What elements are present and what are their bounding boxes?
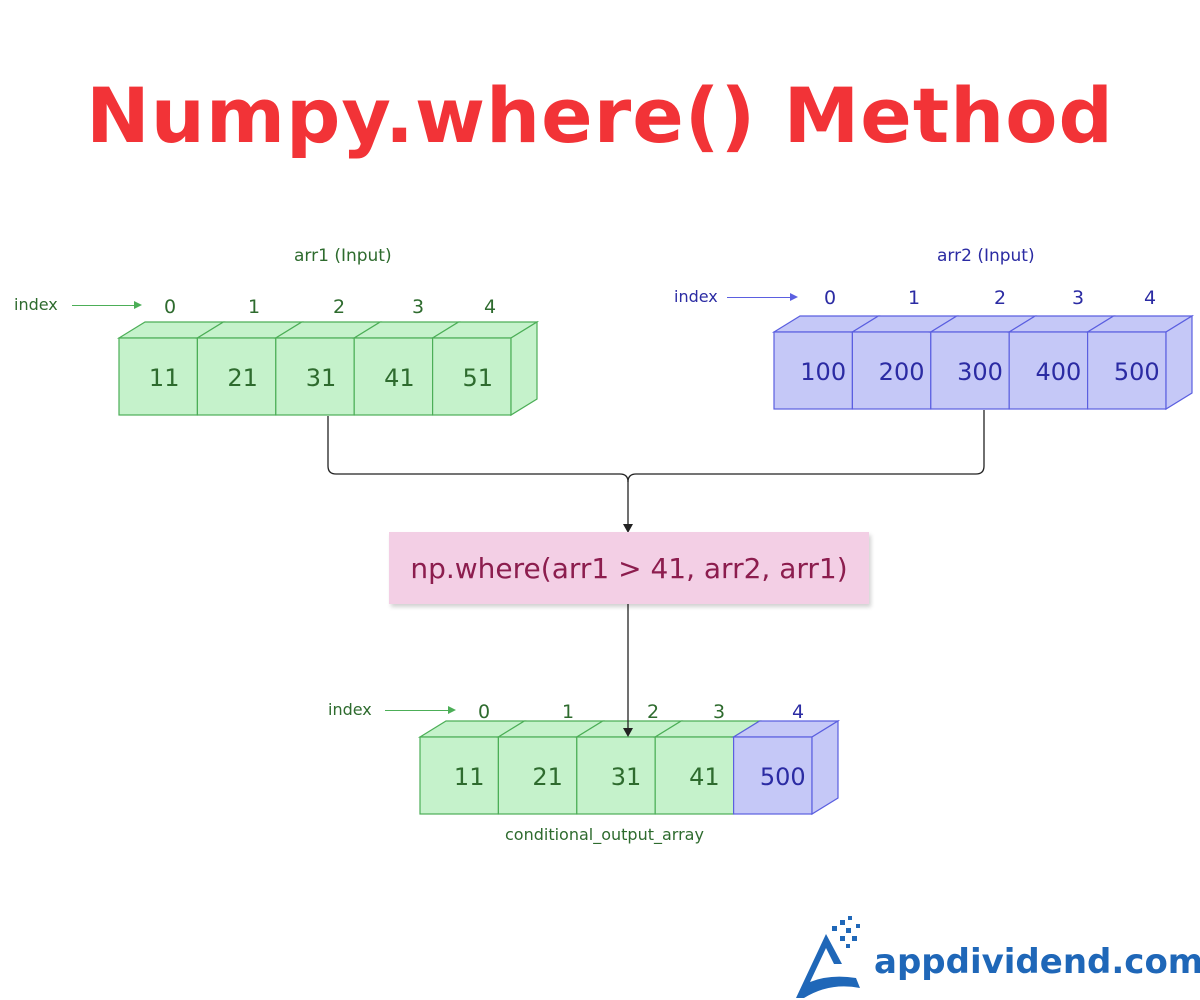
output-cell-3 xyxy=(654,736,735,815)
page-title: Numpy.where() Method xyxy=(86,71,1114,160)
output-index-4: 4 xyxy=(791,701,805,723)
arr2-cell-2 xyxy=(930,331,1010,410)
arr2-side-face xyxy=(1165,314,1193,411)
np-where-function-box: np.where(arr1 > 41, arr2, arr1) xyxy=(389,532,869,604)
output-index-1: 1 xyxy=(561,701,575,723)
arr1-index-arrow xyxy=(72,305,134,306)
arr2-cell-1 xyxy=(851,331,932,410)
output-array xyxy=(417,719,841,816)
arr2-index-3: 3 xyxy=(1071,287,1085,309)
arrowhead-to-output xyxy=(623,728,633,737)
arr2-index-arrow xyxy=(727,297,790,298)
output-index-arrowhead xyxy=(448,706,456,714)
arr2-index-1: 1 xyxy=(907,287,921,309)
output-value-4: 500 xyxy=(759,763,806,791)
arr1-name: arr1 (Input) xyxy=(294,246,392,266)
connector-arr2 xyxy=(627,410,985,483)
output-cell-4 xyxy=(732,736,813,815)
output-index-3: 3 xyxy=(712,701,726,723)
arr2-index-2: 2 xyxy=(993,287,1007,309)
arr2-value-1: 200 xyxy=(878,358,925,386)
arr2-array xyxy=(771,314,1195,411)
arr1-index-label: index xyxy=(14,295,58,314)
arr1-cell-1 xyxy=(196,337,277,416)
arr1-index-4: 4 xyxy=(483,296,497,318)
arr1-value-2: 31 xyxy=(305,364,337,392)
arr1-value-1: 21 xyxy=(227,364,258,392)
arr2-cell-4 xyxy=(1086,331,1167,410)
arr1-array xyxy=(116,320,540,417)
arr1-index-0: 0 xyxy=(163,296,177,318)
arr1-value-0: 11 xyxy=(148,364,180,392)
function-label: np.where(arr1 > 41, arr2, arr1) xyxy=(410,551,848,585)
arr2-index-0: 0 xyxy=(823,287,837,309)
arr2-name: arr2 (Input) xyxy=(937,246,1035,266)
connector-arr1 xyxy=(327,416,629,483)
arr1-index-1: 1 xyxy=(247,296,261,318)
arr2-value-2: 300 xyxy=(957,358,1003,386)
arr2-value-4: 500 xyxy=(1113,358,1160,386)
output-index-label: index xyxy=(328,700,372,719)
arr1-cell-3 xyxy=(353,337,434,416)
arr2-index-4: 4 xyxy=(1143,287,1157,309)
output-value-3: 41 xyxy=(689,763,720,791)
arr1-cell-4 xyxy=(432,337,512,416)
output-cell-2 xyxy=(576,736,656,815)
arrowhead-to-function xyxy=(623,524,633,533)
arr2-index-label: index xyxy=(674,287,718,306)
arr1-index-2: 2 xyxy=(332,296,346,318)
output-index-arrow xyxy=(385,710,448,711)
arr2-cell-3 xyxy=(1008,331,1089,410)
arr1-index-arrowhead xyxy=(134,301,142,309)
arr1-value-3: 41 xyxy=(384,364,415,392)
arr1-value-4: 51 xyxy=(462,364,494,392)
arr2-value-3: 400 xyxy=(1035,358,1082,386)
output-value-0: 11 xyxy=(453,763,485,791)
output-cell-1 xyxy=(497,736,578,815)
arr2-value-0: 100 xyxy=(800,358,847,386)
logo-text: appdividend.com xyxy=(874,942,1200,982)
output-side-face xyxy=(811,719,839,816)
arr2-index-arrowhead xyxy=(790,293,798,301)
arr1-index-3: 3 xyxy=(411,296,425,318)
output-value-2: 31 xyxy=(610,763,642,791)
appdividend-logo-icon xyxy=(796,916,860,998)
appdividend-logo: appdividend.com xyxy=(790,912,1200,998)
arr1-cell-0 xyxy=(118,337,199,416)
output-index-0: 0 xyxy=(477,701,491,723)
arr1-side-face xyxy=(510,320,538,417)
output-array-name: conditional_output_array xyxy=(505,825,704,844)
output-value-1: 21 xyxy=(532,763,563,791)
output-cell-0 xyxy=(419,736,500,815)
output-index-2: 2 xyxy=(646,701,660,723)
